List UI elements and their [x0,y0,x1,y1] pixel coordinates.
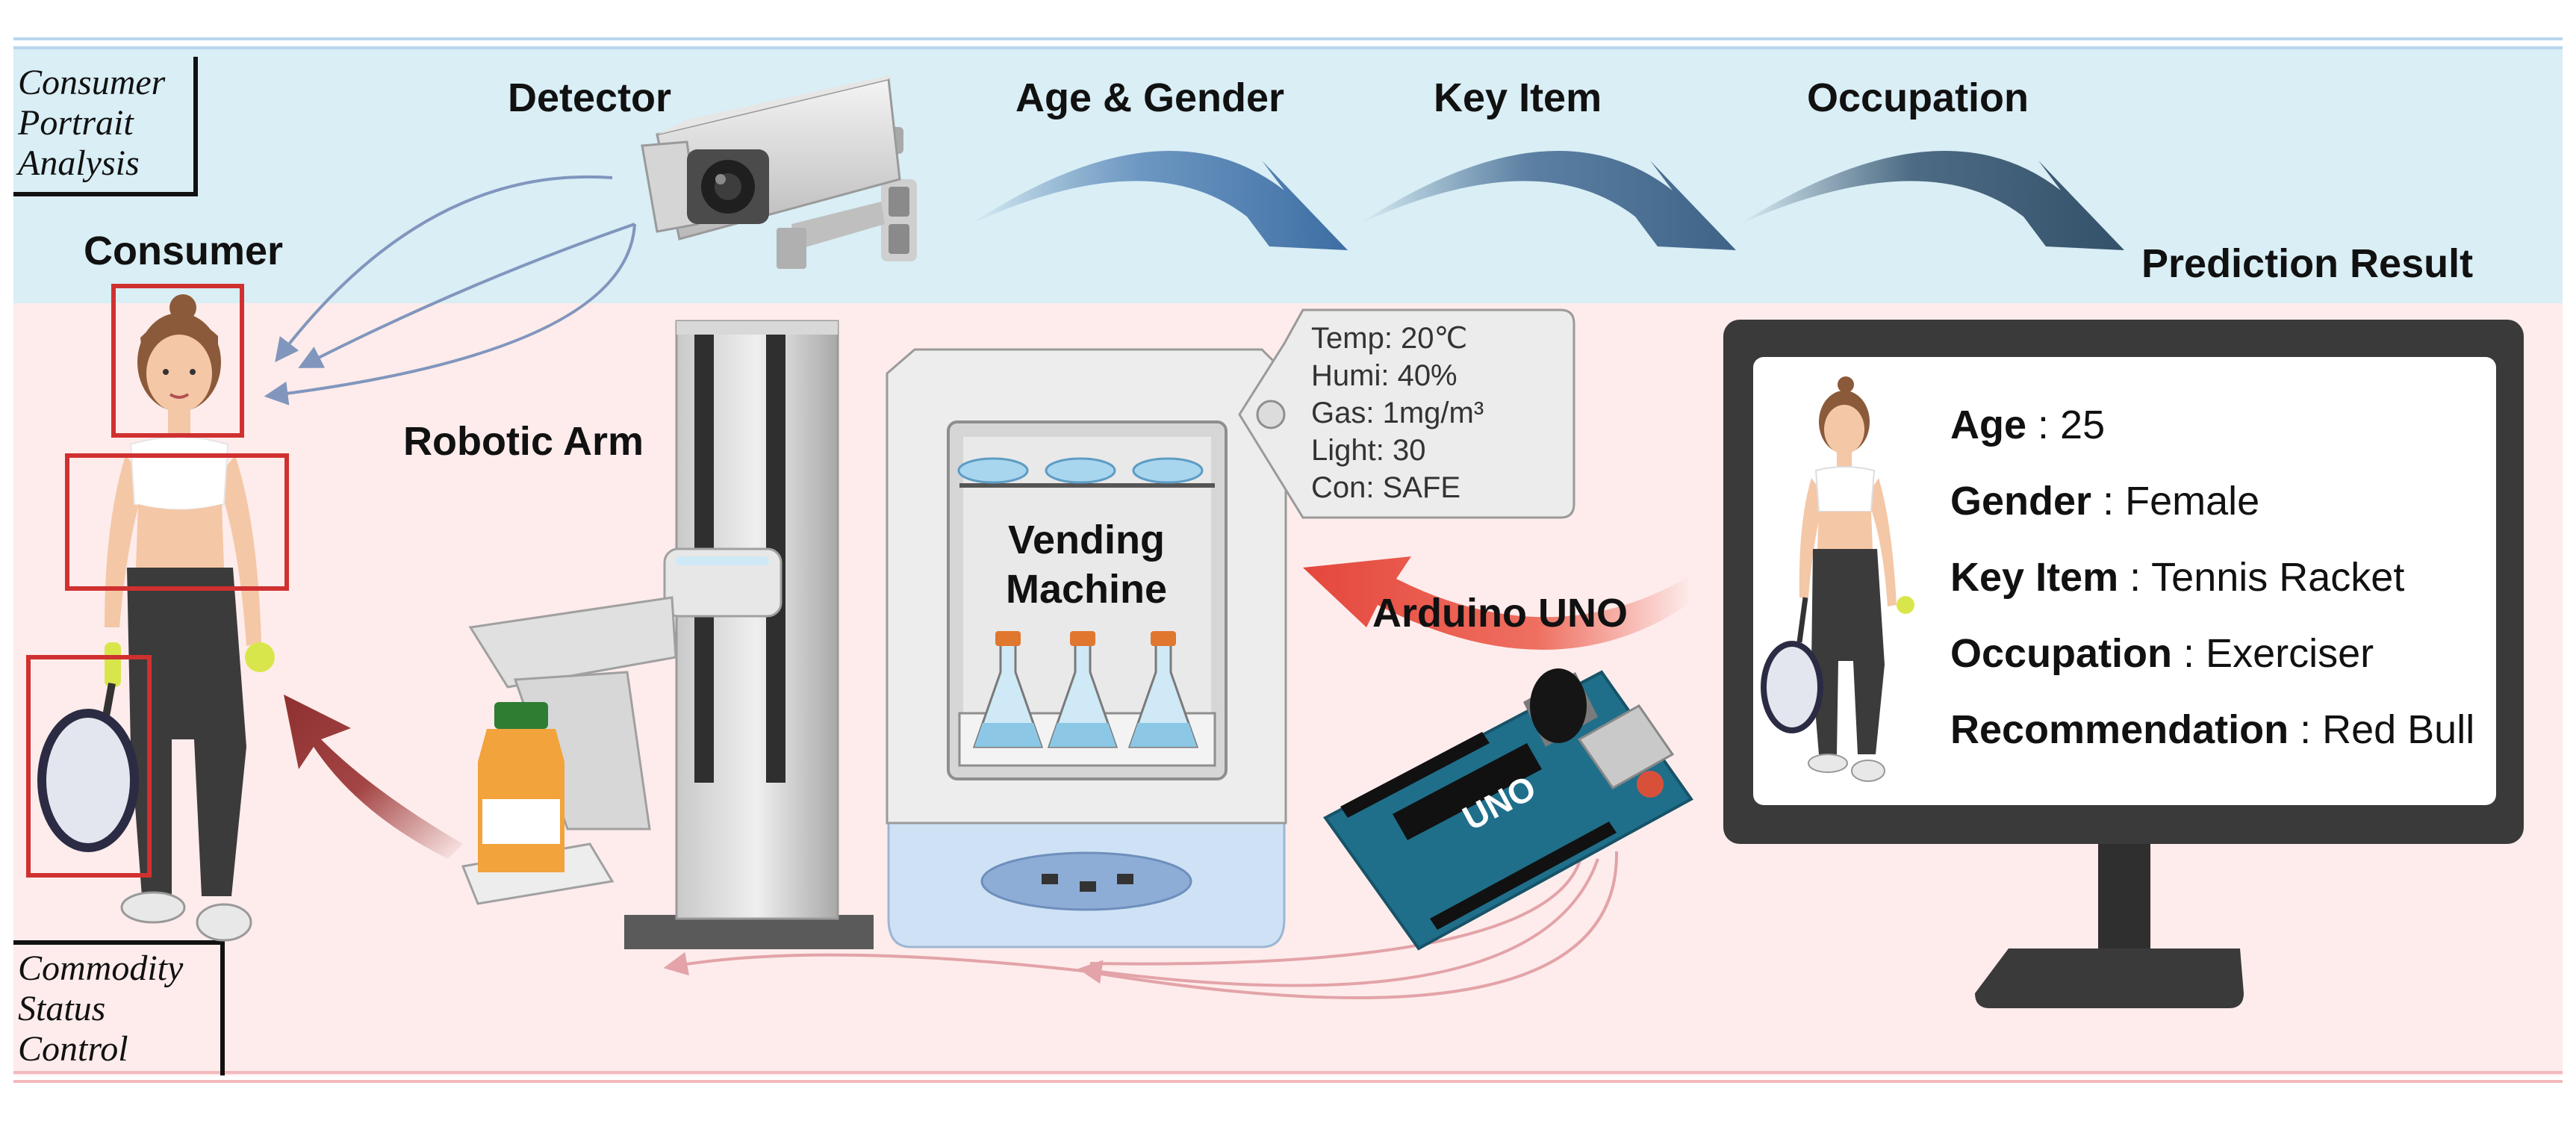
bottom-section-bracket [13,940,225,1075]
vending-machine-icon [886,348,1287,948]
arduino-board-icon [1323,668,1693,951]
prediction-result-label: Prediction Result [2141,241,2474,286]
top-band [13,46,2563,303]
robotic-arm-icon [461,320,874,949]
sensor-tag [1238,308,1575,519]
top-section-title: Consumer Portrait Analysis [18,63,165,184]
sensor-con: Con: SAFE [1311,471,1461,504]
racket-detection-box [26,655,152,878]
sensor-light: Light: 30 [1311,434,1426,467]
result-row-recommendation: Recommendation : Red Bull [1950,707,2474,783]
top-section-bracket [13,57,198,196]
detection-boxes [26,284,289,878]
top-section-line-1: Consumer [18,63,166,102]
monitor-icon [1723,320,2524,1008]
result-row-occupation: Occupation : Exerciser [1950,630,2474,707]
result-separator: : [2289,707,2323,752]
control-arrow [1303,556,1691,650]
flow-arrow-2 [1359,151,1736,250]
bottom-section-line-1: Commodity [18,948,184,988]
bottom-section-title: Commodity Status Control [18,948,183,1069]
consumer-figure [37,294,275,942]
camera-icon [641,75,917,269]
flow-arrow-1 [971,151,1348,250]
result-value: Exerciser [2206,631,2374,676]
result-separator: : [2026,403,2061,447]
prediction-result-list: Age : 25 Gender : Female Key Item : Tenn… [1950,402,2474,783]
sensor-gas: Gas: 1mg/m³ [1311,397,1484,429]
result-figure [1761,376,1914,782]
result-separator: : [2118,555,2152,600]
result-value: 25 [2060,403,2106,447]
vending-machine-line-2: Machine [1005,567,1168,612]
bottom-section-line-3: Control [18,1029,128,1069]
occupation-label: Occupation [1807,75,2029,120]
result-key: Occupation [1950,631,2173,676]
result-row-age: Age : 25 [1950,402,2474,478]
result-value: Female [2125,479,2260,524]
robotic-arm-label: Robotic Arm [403,419,644,464]
sensor-readings: Temp: 20℃ Humi: 40% Gas: 1mg/m³ Light: 3… [1311,320,1484,506]
arduino-label: Arduino UNO [1372,591,1628,636]
result-key: Recommendation [1950,707,2289,752]
consumer-label: Consumer [84,229,284,273]
vending-machine-line-1: Vending [1007,518,1165,562]
result-row-key-item: Key Item : Tennis Racket [1950,554,2474,630]
sensor-humi: Humi: 40% [1311,359,1457,392]
result-value: Tennis Racket [2151,555,2405,600]
delivery-arrow [284,695,463,859]
result-value: Red Bull [2322,707,2475,752]
detection-rays [264,175,636,406]
top-section-line-3: Analysis [18,143,140,183]
status-return-arrows [663,847,1619,999]
result-key: Key Item [1950,555,2119,600]
face-detection-box [111,284,244,438]
result-key: Gender [1950,479,2092,524]
flow-arrow-3 [1740,151,2124,250]
result-separator: : [2172,631,2206,676]
bottom-section-line-2: Status [18,989,106,1028]
top-section-line-2: Portrait [18,103,134,143]
result-row-gender: Gender : Female [1950,478,2474,554]
sensor-temp: Temp: 20℃ [1311,322,1468,355]
result-key: Age [1950,403,2027,447]
age-gender-label: Age & Gender [1015,75,1285,120]
torso-detection-box [65,453,289,591]
key-item-label: Key Item [1434,75,1602,120]
detector-label: Detector [508,75,672,120]
result-separator: : [2091,479,2126,524]
vending-machine-label: Vending Machine [971,515,1202,614]
